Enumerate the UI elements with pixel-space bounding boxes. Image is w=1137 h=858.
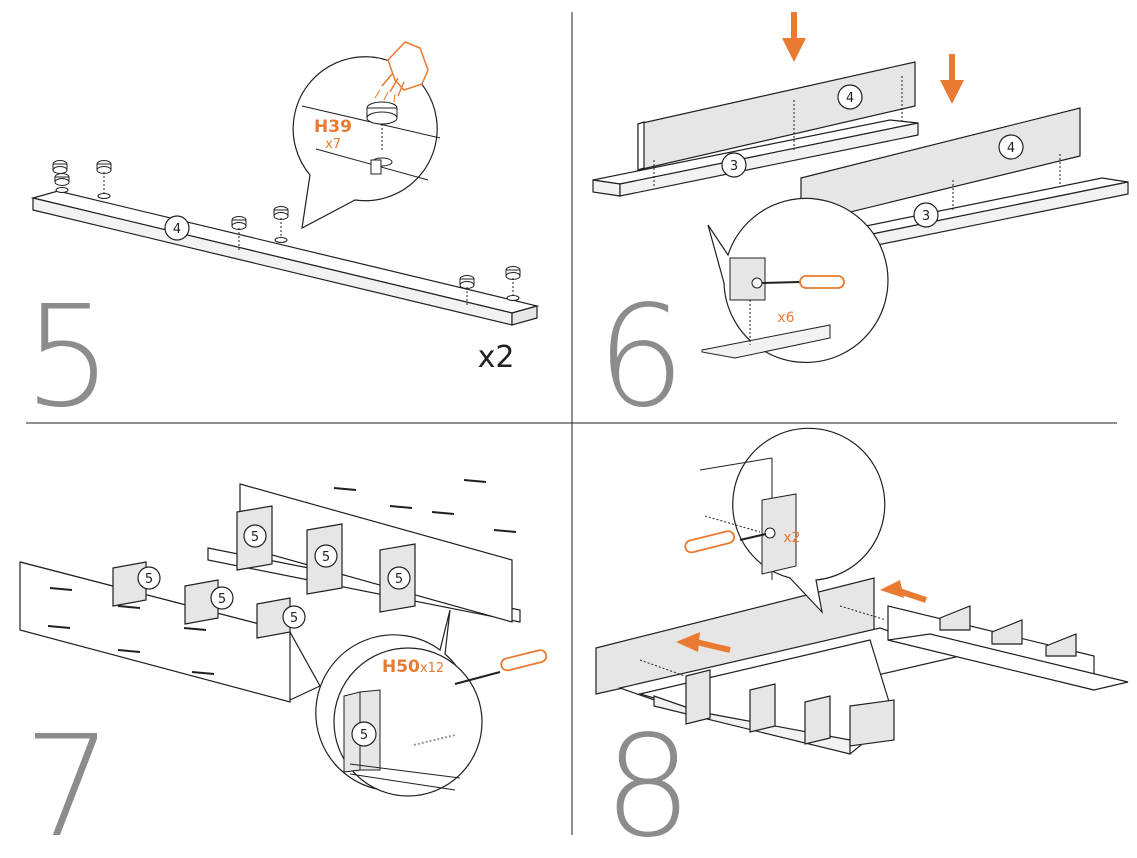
step-number-5: 5	[23, 276, 112, 439]
step-number-7: 7	[23, 706, 112, 858]
part-label-5: 5	[145, 572, 153, 587]
screw-count: x2	[783, 530, 800, 546]
step-number-6: 6	[596, 276, 685, 439]
zoom-bubble-screw-step7	[315, 609, 548, 797]
part-label-5-zoom: 5	[360, 728, 368, 743]
screwdriver-icon	[799, 275, 845, 289]
hardware-code-h39: H39	[314, 117, 352, 137]
part-label-5: 5	[290, 611, 298, 626]
step-6: 4 3 4 3	[592, 12, 1129, 439]
screwdriver-icon	[684, 530, 736, 554]
part-label-3-right: 3	[922, 209, 930, 224]
down-arrow-icon	[782, 12, 964, 104]
dashed-guides	[103, 172, 514, 306]
dashed-guides	[639, 605, 887, 677]
side-panel-step8	[887, 605, 1129, 691]
zoom-bubble-screw	[701, 197, 889, 364]
part-label-circle	[837, 84, 863, 110]
left-arrow-icon	[676, 580, 927, 653]
hardware-count: x12	[420, 661, 444, 676]
part-label-3-bottom: 3	[730, 159, 738, 174]
step-number-8: 8	[603, 706, 692, 858]
part-label-5: 5	[218, 592, 226, 607]
part-label-4-top: 4	[846, 91, 854, 106]
side-dividers	[939, 605, 1077, 657]
step-5: 4 H39 x7 x2 5	[23, 41, 540, 439]
part-label-circle	[164, 215, 190, 241]
hardware-code-h50: H50x12	[382, 657, 444, 677]
part-label-5: 5	[251, 530, 259, 545]
quantity-label: x2	[478, 340, 515, 375]
hand-press-icon	[381, 41, 429, 97]
board-part-4	[30, 190, 540, 326]
part-label-4: 4	[173, 222, 181, 237]
step-8: x2 8	[595, 427, 1129, 858]
part-label-5: 5	[322, 550, 330, 565]
part-label-circle	[998, 134, 1024, 160]
part-label-circle	[913, 202, 939, 228]
part-label-5: 5	[395, 572, 403, 587]
back-panel	[207, 483, 521, 623]
hardware-count: x7	[325, 137, 341, 152]
part-label-circle	[721, 152, 747, 178]
zoom-bubble-cam-lock	[292, 41, 441, 230]
part-labels-5	[137, 524, 411, 629]
part-label-circle	[351, 721, 377, 747]
board-holes	[55, 187, 520, 301]
screwdriver-icon	[500, 649, 548, 672]
screw-icons	[47, 479, 517, 675]
part-label-4-right: 4	[1007, 141, 1015, 156]
screw-count: x6	[777, 310, 794, 326]
shelf-dividers	[685, 669, 895, 747]
cam-locks	[52, 160, 521, 289]
step-7: 5 5 5 5 5 5	[19, 479, 548, 858]
zoom-bubble-screw-step8	[684, 427, 886, 614]
